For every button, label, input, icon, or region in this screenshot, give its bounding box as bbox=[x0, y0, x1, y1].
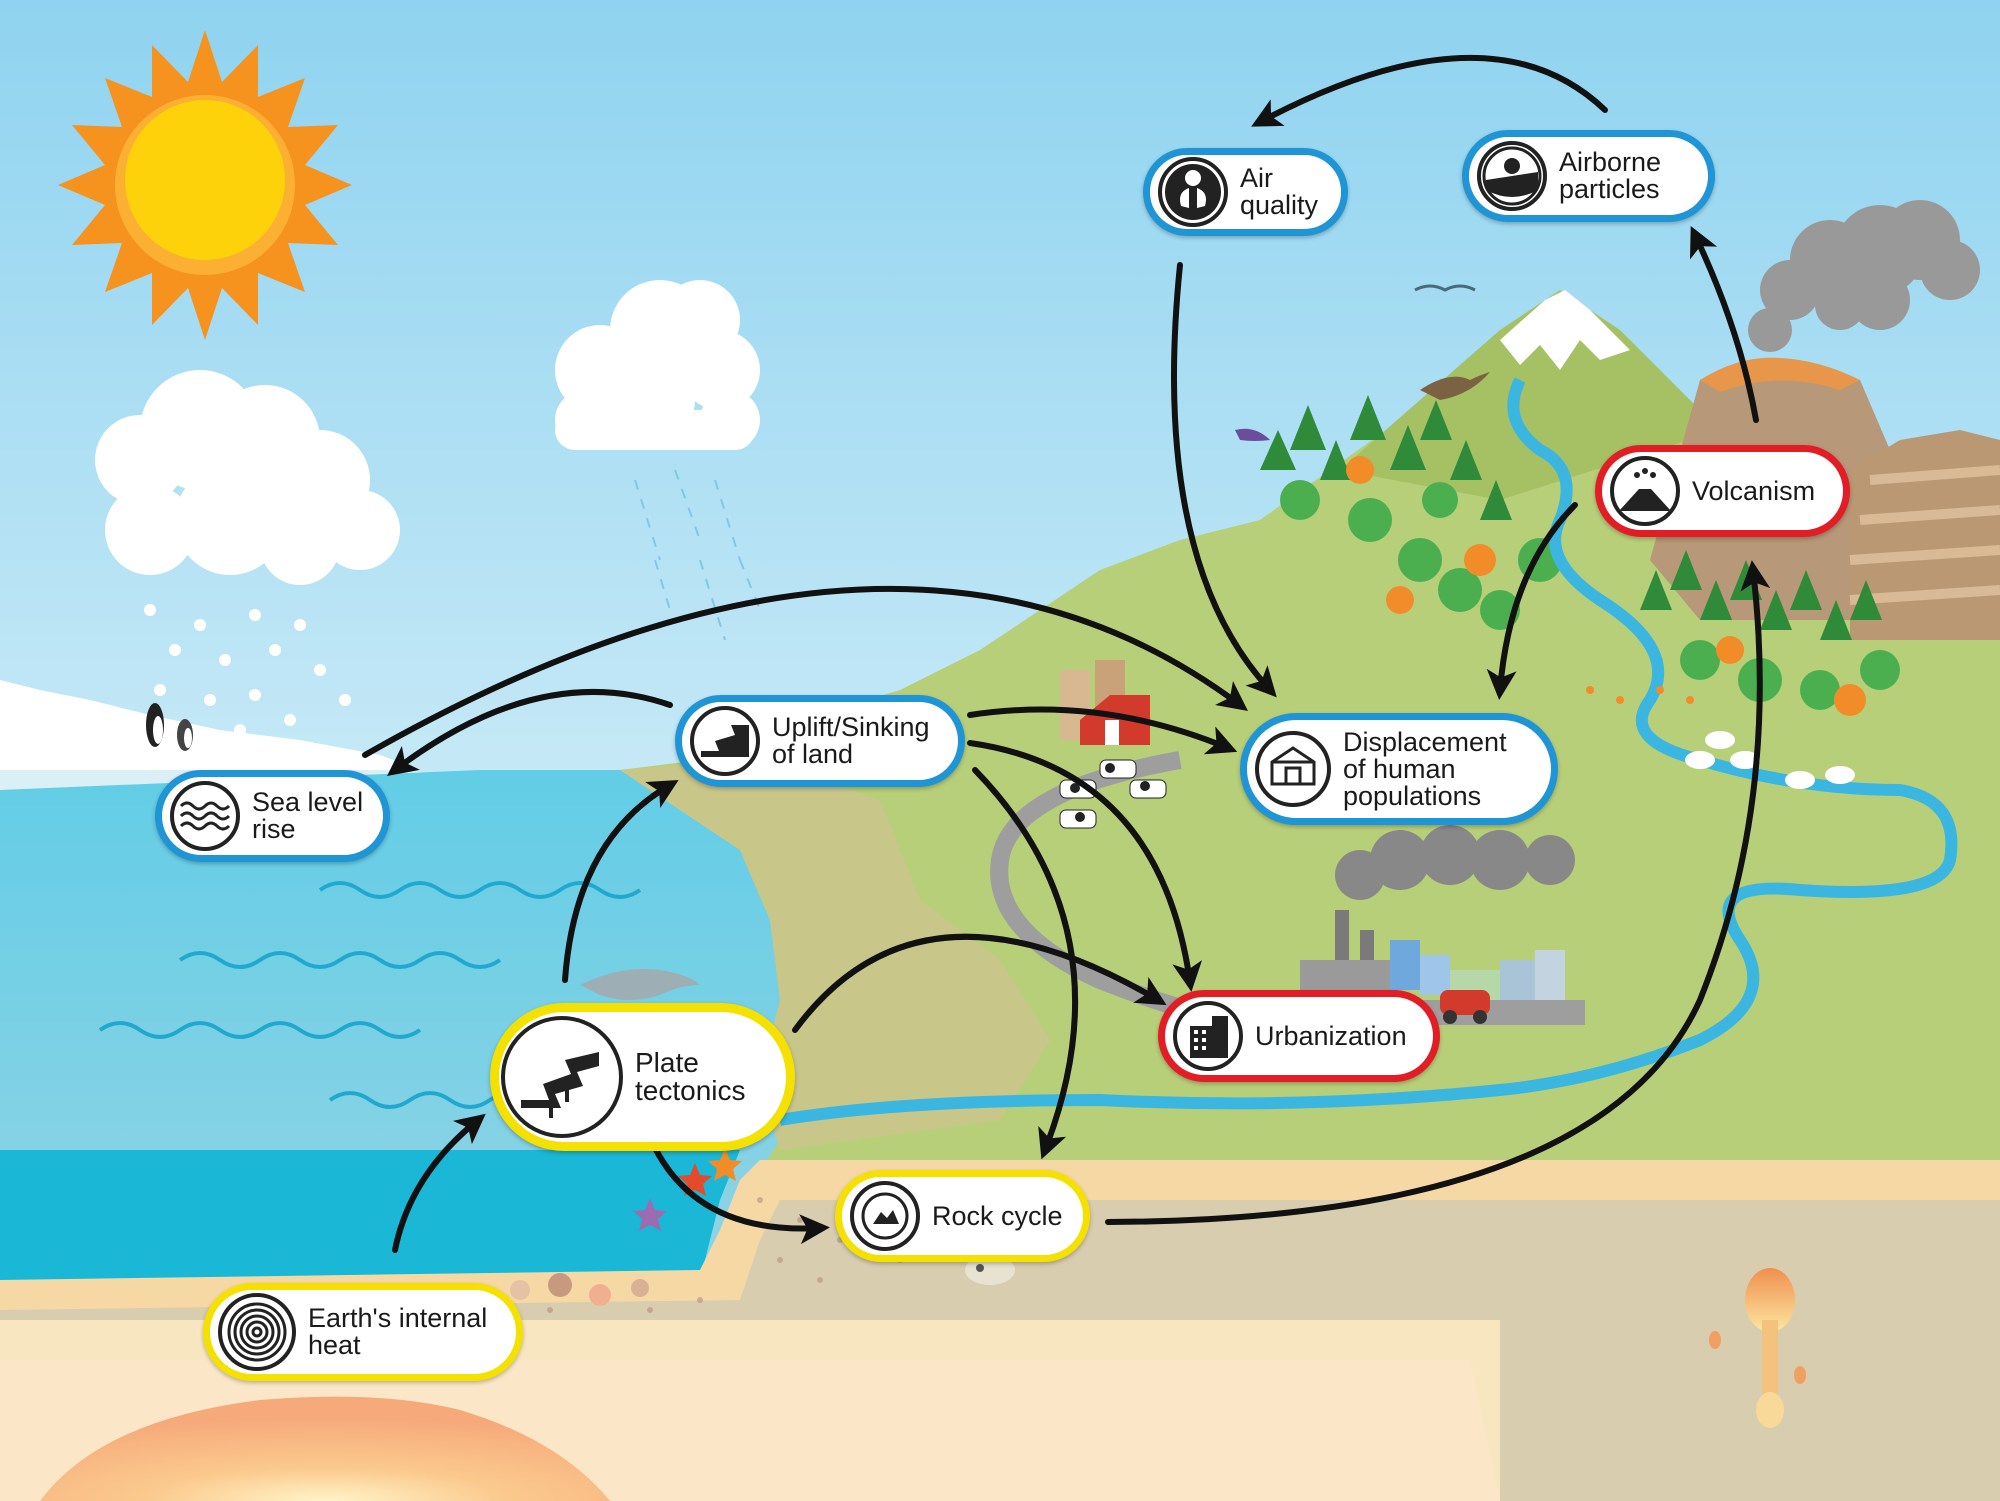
fault-icon bbox=[690, 706, 760, 776]
arrow-plate-to-urbanization bbox=[792, 933, 1167, 1033]
arrow-plate-to-uplift bbox=[562, 779, 679, 983]
arrow-heat-to-plate bbox=[392, 1113, 486, 1253]
arrow-volcanism-to-airborne bbox=[1690, 225, 1759, 423]
butterflies bbox=[1586, 686, 1694, 704]
node-label: Plate tectonics bbox=[635, 1047, 746, 1106]
node-uplift-sinking[interactable]: Uplift/Sinking of land bbox=[675, 695, 965, 787]
node-air-quality[interactable]: Air quality bbox=[1143, 148, 1348, 236]
node-label: Urbanization bbox=[1255, 1020, 1407, 1051]
arrow-sealevel-to-displacement bbox=[362, 585, 1249, 758]
mantle-plume bbox=[1709, 1268, 1806, 1428]
node-sea-level-rise[interactable]: Sea level rise bbox=[155, 770, 390, 862]
arrow-rock-to-volcanism bbox=[1105, 560, 1771, 1225]
arrow-uplift-to-rock bbox=[972, 767, 1078, 1160]
cloud-left bbox=[95, 370, 400, 585]
snow-dots bbox=[144, 604, 351, 741]
node-rock-cycle[interactable]: Rock cycle bbox=[835, 1170, 1090, 1262]
tent-icon bbox=[1255, 731, 1331, 807]
fossil bbox=[965, 1255, 1015, 1285]
rock-cycle-icon bbox=[850, 1181, 920, 1251]
waves-icon bbox=[170, 781, 240, 851]
snow-cap bbox=[1500, 290, 1630, 370]
shells bbox=[510, 1273, 649, 1306]
volcano-icon bbox=[1610, 456, 1680, 526]
arrow-uplift-to-urbanization bbox=[967, 740, 1203, 992]
node-label: Uplift/Sinking of land bbox=[772, 712, 930, 769]
sheep bbox=[1685, 731, 1855, 789]
cloud-middle bbox=[555, 280, 760, 450]
node-label: Displacement of human populations bbox=[1343, 726, 1507, 811]
spiral-icon bbox=[218, 1293, 296, 1371]
volcano-smoke bbox=[1748, 200, 1980, 352]
arrow-airborne-to-air bbox=[1251, 54, 1608, 127]
connection-arrows bbox=[362, 54, 1771, 1253]
node-volcanism[interactable]: Volcanism bbox=[1595, 445, 1850, 537]
node-label: Earth's internal heat bbox=[308, 1303, 488, 1360]
ice-shelf bbox=[0, 680, 420, 790]
arrow-uplift-to-displacement bbox=[967, 706, 1238, 755]
node-earths-internal-heat[interactable]: Earth's internal heat bbox=[203, 1283, 523, 1381]
node-label: Volcanism bbox=[1692, 475, 1816, 506]
node-label: Air quality bbox=[1240, 163, 1319, 220]
penguins bbox=[146, 703, 193, 751]
lungs-icon bbox=[1158, 157, 1228, 227]
sun-icon bbox=[58, 30, 352, 340]
dolphin bbox=[580, 969, 700, 1000]
birds bbox=[1235, 284, 1490, 441]
node-urbanization[interactable]: Urbanization bbox=[1158, 990, 1440, 1082]
arrow-air-to-displacement bbox=[1171, 262, 1277, 698]
node-airborne-particles[interactable]: Airborne particles bbox=[1462, 130, 1715, 222]
beach-sand bbox=[0, 1160, 2000, 1310]
arrow-volcanism-to-displacement bbox=[1486, 502, 1578, 700]
particles-icon bbox=[1477, 141, 1547, 211]
node-label: Airborne particles bbox=[1559, 147, 1662, 204]
shore-plain bbox=[620, 760, 1050, 1150]
plate-icon bbox=[501, 1016, 623, 1138]
arrow-plate-to-rock bbox=[652, 1145, 830, 1245]
magma-chamber bbox=[40, 1396, 610, 1501]
node-label: Sea level rise bbox=[252, 787, 364, 844]
building-icon bbox=[1173, 1001, 1243, 1071]
node-plate-tectonics[interactable]: Plate tectonics bbox=[490, 1003, 795, 1151]
deep-ocean bbox=[0, 1150, 740, 1290]
node-displacement[interactable]: Displacement of human populations bbox=[1240, 713, 1558, 825]
arrow-uplift-to-sealevel bbox=[387, 688, 673, 777]
river bbox=[779, 377, 1958, 1126]
node-label: Rock cycle bbox=[932, 1200, 1063, 1231]
farm bbox=[1060, 660, 1150, 745]
